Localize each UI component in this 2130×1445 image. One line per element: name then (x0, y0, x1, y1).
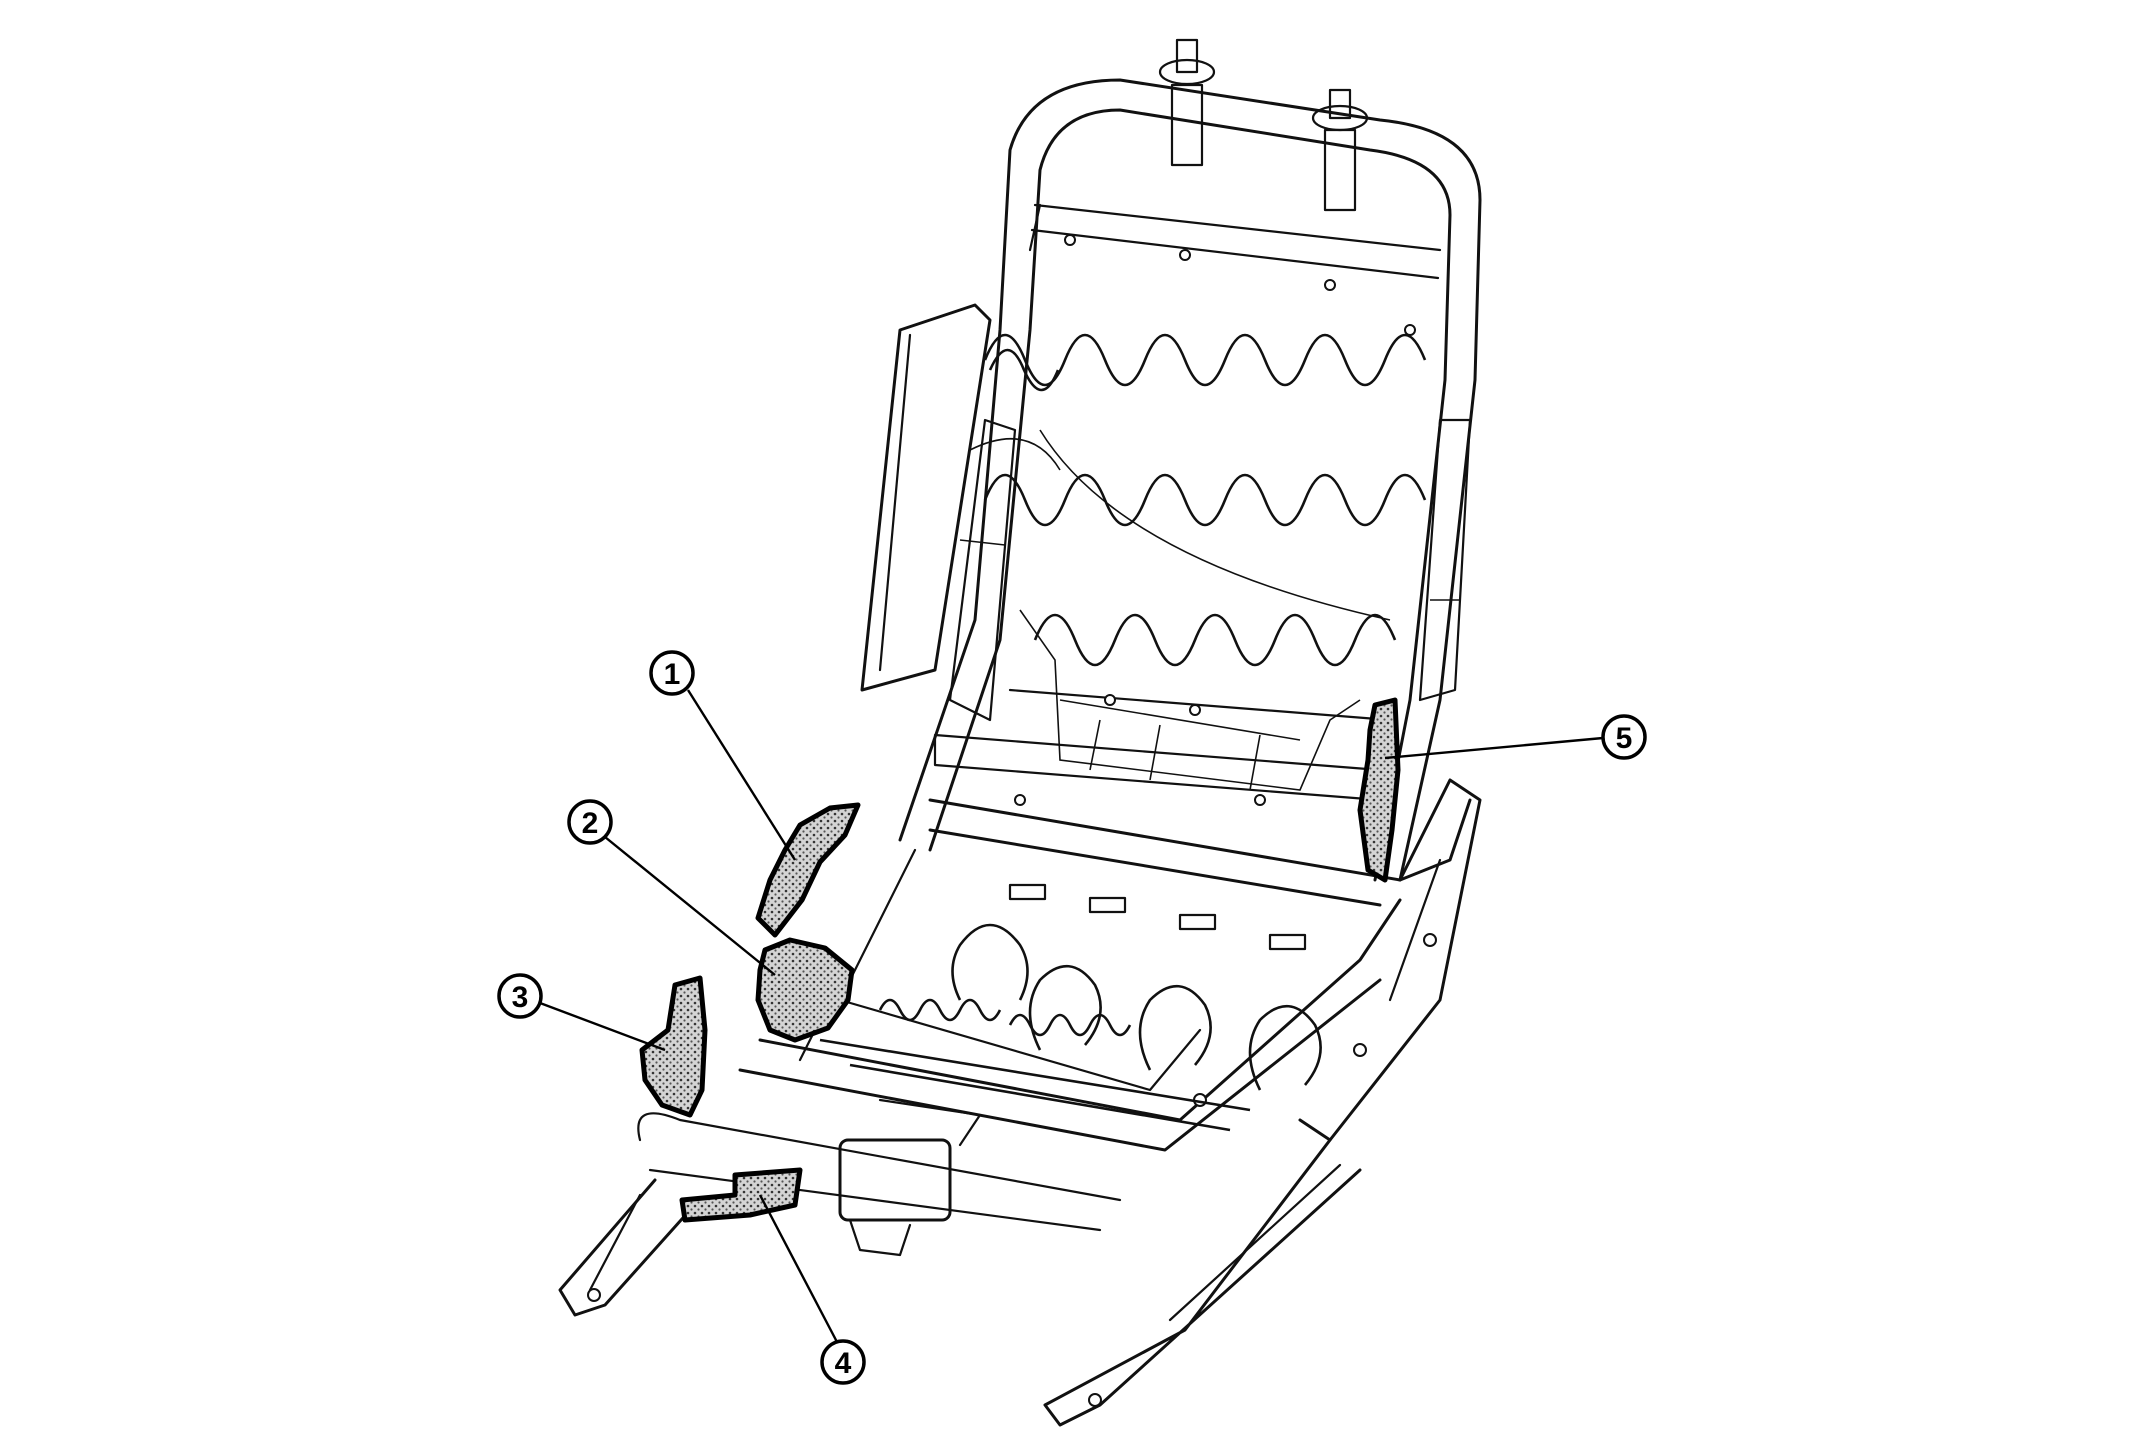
svg-text:1: 1 (664, 658, 681, 691)
callout-1: 1 (649, 650, 797, 861)
callout-2: 2 (567, 799, 776, 976)
svg-text:2: 2 (582, 807, 599, 840)
seat-cushion-springs (819, 883, 1322, 1132)
svg-text:3: 3 (512, 981, 529, 1014)
callout-5: 5 (1384, 714, 1647, 760)
seat-cushion-frame (558, 778, 1482, 1427)
svg-text:4: 4 (835, 1347, 852, 1380)
headrest-post-right (1311, 88, 1369, 212)
highlighted-part-4 (679, 1167, 803, 1223)
highlighted-part-5 (1357, 697, 1401, 883)
seatback-springs (969, 333, 1427, 667)
highlighted-part-2 (755, 937, 855, 1043)
highlighted-part-1 (755, 802, 861, 938)
callout-4: 4 (758, 1194, 866, 1385)
svg-text:5: 5 (1616, 722, 1633, 755)
headrest-post-left (1158, 38, 1216, 167)
callout-3: 3 (497, 973, 666, 1052)
seatback-frame (898, 78, 1482, 882)
side-airbag-module (860, 303, 992, 692)
highlighted-part-3 (639, 975, 708, 1118)
